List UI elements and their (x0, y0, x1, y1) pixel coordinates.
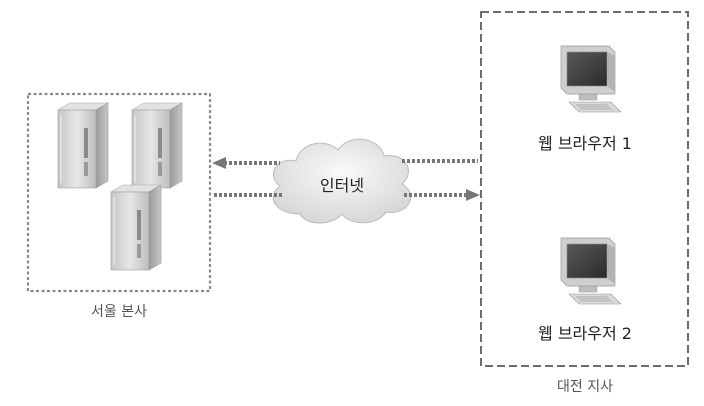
server-icon (110, 184, 162, 271)
web-browser-2-label: 웹 브라우저 2 (538, 324, 632, 343)
server-icon (131, 102, 183, 189)
headquarters-frame (26, 92, 212, 293)
web-browser-1-label: 웹 브라우저 1 (538, 134, 632, 153)
server-icon (57, 102, 109, 189)
headquarters-label: 서울 본사 (91, 304, 147, 320)
internet-label: 인터넷 (319, 176, 365, 195)
internet-cloud-icon (272, 138, 412, 224)
computer-icon (560, 237, 622, 305)
computer-icon (560, 45, 622, 113)
arrow-to-headquarters (212, 157, 478, 169)
arrow-to-branch (214, 189, 480, 201)
branch-frame (480, 11, 689, 367)
branch-label: 대전 지사 (557, 379, 613, 395)
